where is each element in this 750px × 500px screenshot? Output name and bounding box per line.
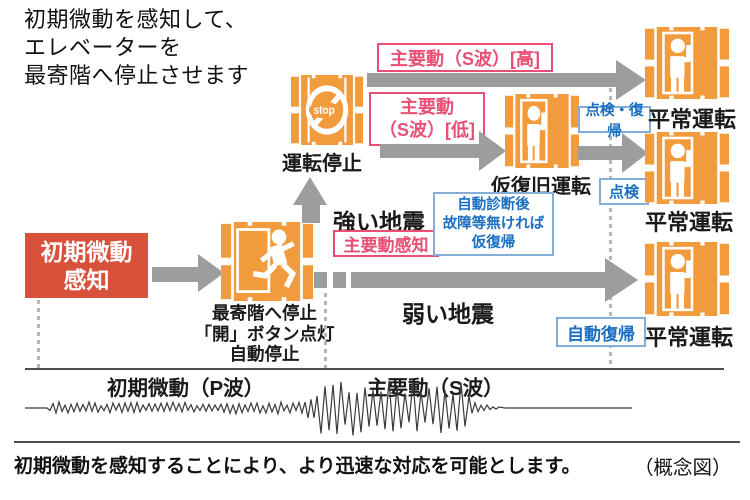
inspect-return-badge: 点検・復帰 xyxy=(578,103,651,140)
arrow-start-head xyxy=(198,254,224,292)
separator-top xyxy=(25,368,724,370)
weak-quake-label: 弱い地震 xyxy=(402,301,494,327)
arrow-inspect-head xyxy=(622,133,648,173)
s-wave-high-badge: 主要動（S波）[高] xyxy=(377,43,553,72)
arrow-up-shaft xyxy=(302,204,320,223)
page-title: 初期微動を感知して、 エレベーターを 最寄階へ停止させます xyxy=(24,7,250,88)
s-wave-label: 主要動（S波） xyxy=(367,377,504,400)
arrow-low-shaft xyxy=(380,144,480,158)
auto-diagnosis-note: 自動診断後 故障等無ければ 仮復帰 xyxy=(433,192,554,256)
weak-arrow-shaft xyxy=(351,272,606,288)
elevator-normal-icon-3 xyxy=(645,242,729,316)
separator-bottom xyxy=(14,441,740,443)
normal-operation-label-1: 平常運転 xyxy=(648,107,737,132)
elevator-normal-icon-1 xyxy=(645,27,729,99)
elevator-running-icon xyxy=(221,222,313,301)
dashed-line-right xyxy=(609,88,612,368)
weak-arrow-dash-1 xyxy=(314,272,327,288)
initial-tremor-detect-node: 初期微動 感知 xyxy=(25,233,148,298)
s-wave-low-badge: 主要動 （S波）[低] xyxy=(369,92,485,146)
stop-node-label: 運転停止 xyxy=(282,153,362,175)
arrow-high-shaft xyxy=(367,73,618,87)
normal-operation-label-2: 平常運転 xyxy=(645,210,734,235)
dashed-line-mid xyxy=(324,293,327,368)
elevator-stopped-icon: stop xyxy=(291,75,363,145)
normal-operation-label-3: 平常運転 xyxy=(645,325,734,350)
arrow-start-shaft xyxy=(152,267,199,282)
elevator-normal-icon-2 xyxy=(645,132,729,204)
initial-tremor-detect-label: 初期微動 感知 xyxy=(40,238,133,293)
s-wave-detect-badge: 主要動感知 xyxy=(333,230,439,257)
weak-arrow-head xyxy=(605,258,638,302)
inspect-badge: 点検 xyxy=(599,178,649,205)
p-wave-label: 初期微動（P波） xyxy=(107,377,265,400)
footer-note: （概念図） xyxy=(634,457,732,479)
weak-arrow-dash-2 xyxy=(333,272,346,288)
dashed-line-left xyxy=(37,300,40,368)
seismic-waveform xyxy=(25,381,632,436)
stop-text: stop xyxy=(313,105,335,118)
arrow-low-head xyxy=(479,131,506,171)
footer-caption: 初期微動を感知することにより、より迅速な対応を可能とします。 xyxy=(14,456,581,477)
arrow-inspect-shaft xyxy=(578,146,624,160)
arrow-up-head xyxy=(293,177,327,205)
auto-return-badge: 自動復帰 xyxy=(556,317,646,347)
nearest-floor-caption: 最寄階へ停止 「開」ボタン点灯 自動停止 xyxy=(194,303,335,364)
arrow-high-head xyxy=(616,60,646,100)
stop-ring-icon xyxy=(305,85,349,135)
elevator-temporary-icon xyxy=(505,94,579,168)
